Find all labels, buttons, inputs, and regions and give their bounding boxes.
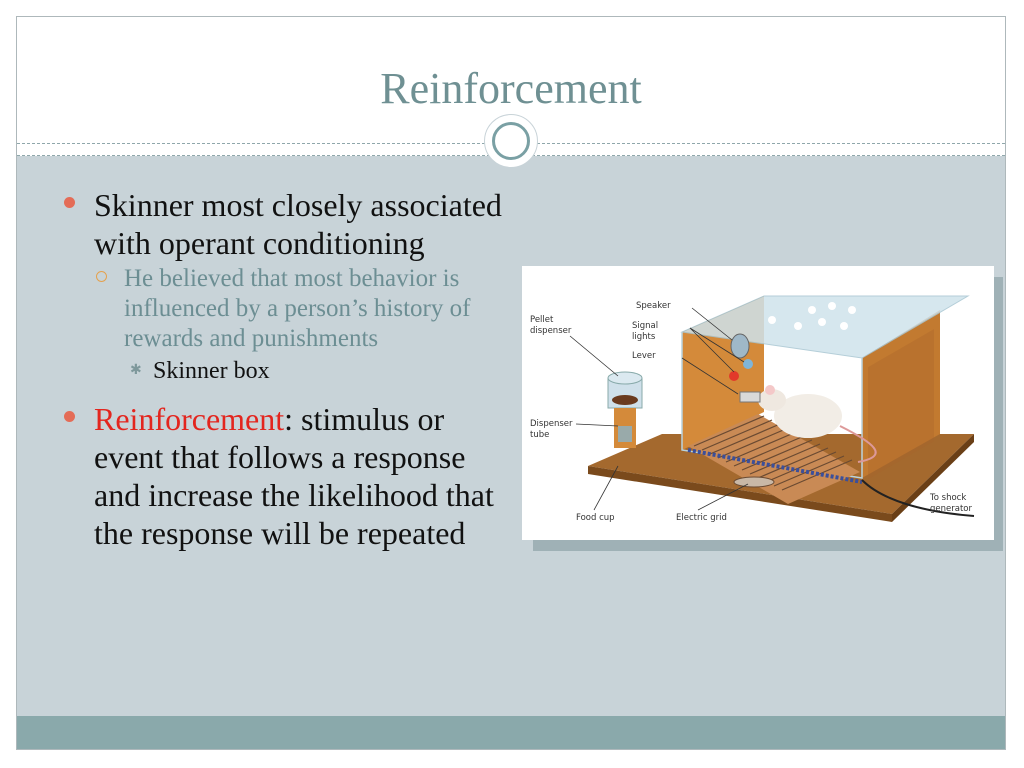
base-front-edge (588, 466, 892, 522)
star-bullet-icon: ✱ (130, 363, 142, 378)
ring-bullet-icon (96, 271, 107, 282)
label-speaker: Speaker (636, 301, 671, 311)
dispenser-tube (618, 426, 632, 442)
pellets (612, 395, 638, 405)
right-wall-shade (868, 329, 934, 480)
top-dot (848, 306, 856, 314)
label-tube: tube (530, 430, 549, 440)
label-lever: Lever (632, 351, 656, 361)
speaker (730, 333, 750, 359)
sub-sub-bullet-text: Skinner box (153, 358, 270, 384)
skinner-box-illustration: Speaker Signal lights Lever Pellet dispe… (530, 295, 975, 523)
bullet-dot-icon (64, 197, 75, 208)
bullet-text: Skinner most closely associated with ope… (94, 187, 502, 261)
grid-rail (687, 448, 863, 484)
skinner-box-image: Speaker Signal lights Lever Pellet dispe… (522, 266, 994, 540)
top-dot (808, 306, 816, 314)
rat-body (774, 394, 842, 438)
bullet-item: Skinner most closely associated with ope… (60, 186, 510, 262)
top-dot (828, 302, 836, 310)
bullet-dot-icon (64, 411, 75, 422)
header-circle-ornament (484, 114, 538, 168)
right-wall (862, 310, 940, 478)
label-lights: lights (632, 332, 656, 342)
lever (739, 391, 761, 403)
leader-lines (569, 307, 749, 511)
label-pellet: Pellet (530, 315, 554, 325)
bullet-text: : stimulus or event that follows a respo… (94, 401, 494, 551)
dispenser-top (607, 371, 643, 385)
term-highlight: Reinforcement (94, 401, 285, 437)
label-to-shock: To shock (929, 493, 966, 503)
rat-tail (839, 425, 877, 463)
circle-ring (492, 122, 530, 160)
label-generator: generator (930, 504, 972, 514)
sub-sub-bullet-item: ✱ Skinner box (60, 356, 510, 386)
top-dot (818, 318, 826, 326)
bullet-item: Reinforcement: stimulus or event that fo… (60, 400, 510, 552)
top-dot (794, 322, 802, 330)
base-side-edge (892, 434, 974, 522)
signal-light-red (729, 371, 739, 381)
rat-ear (765, 385, 775, 395)
grid-floor (688, 414, 860, 504)
slide-footer-bar (17, 716, 1005, 749)
label-electric-grid: Electric grid (676, 513, 727, 523)
top-dot (768, 316, 776, 324)
rat-head (758, 389, 786, 411)
label-food-cup: Food cup (576, 513, 615, 523)
slide-title: Reinforcement (380, 64, 642, 113)
label-signal: Signal (632, 321, 658, 331)
sub-bullet-item: He believed that most behavior is influe… (60, 264, 510, 354)
signal-light-blue (743, 359, 753, 369)
label-dispenser: dispenser (530, 326, 572, 336)
top-dot (840, 322, 848, 330)
grid-bars (693, 415, 853, 491)
bullet-list: Skinner most closely associated with ope… (60, 186, 510, 552)
sub-bullet-text: He believed that most behavior is influe… (124, 265, 471, 352)
shock-cable (861, 479, 975, 517)
label-dispenser-2: Dispenser (530, 419, 573, 429)
food-cup (733, 476, 775, 488)
